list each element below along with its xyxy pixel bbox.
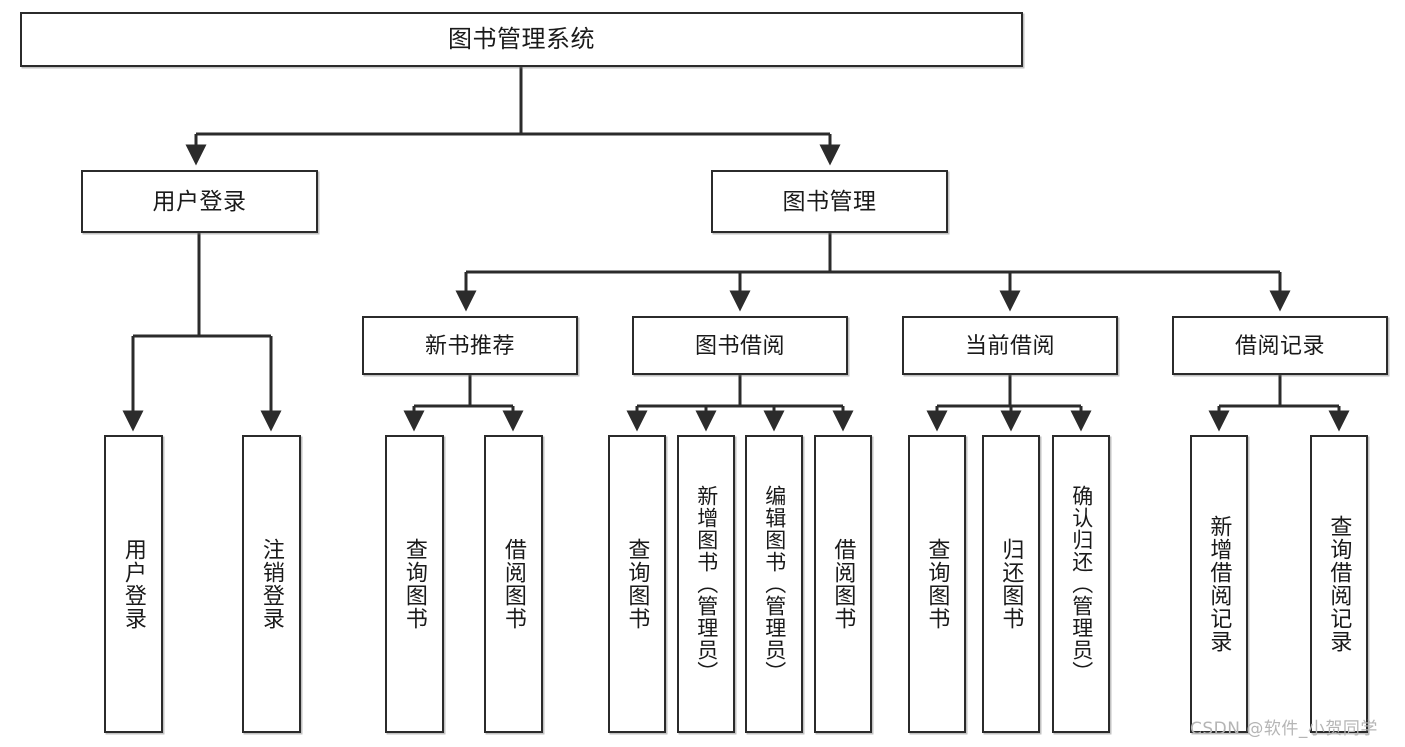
node-label: 查询图书	[925, 538, 951, 630]
leaf-new-book-query[interactable]: 查询图书	[385, 435, 444, 733]
leaf-current-borrow-confirm-return[interactable]: 确认归还（管理员）	[1052, 435, 1110, 733]
leaf-book-borrow-query[interactable]: 查询图书	[608, 435, 666, 733]
node-label: 归还图书	[999, 538, 1025, 630]
watermark-text: CSDN @软件_小贺同学	[1190, 719, 1378, 739]
node-label: 当前借阅	[964, 332, 1055, 358]
node-label: 借阅图书	[501, 538, 527, 630]
leaf-borrow-record-add[interactable]: 新增借阅记录	[1190, 435, 1248, 733]
node-label: 新增图书（管理员）	[694, 485, 718, 683]
leaf-book-borrow-borrow[interactable]: 借阅图书	[814, 435, 872, 733]
leaf-new-book-borrow[interactable]: 借阅图书	[484, 435, 543, 733]
node-label: 注销登录	[259, 538, 285, 630]
node-label: 图书管理	[782, 188, 877, 215]
node-label: 用户登录	[121, 538, 147, 630]
node-new-book-recommend[interactable]: 新书推荐	[362, 316, 578, 375]
leaf-user-login-login[interactable]: 用户登录	[104, 435, 163, 733]
node-label: 新增借阅记录	[1207, 515, 1233, 653]
leaf-current-borrow-return[interactable]: 归还图书	[982, 435, 1040, 733]
leaf-user-login-logout[interactable]: 注销登录	[242, 435, 301, 733]
node-label: 借阅图书	[831, 538, 857, 630]
node-label: 查询图书	[402, 538, 428, 630]
leaf-book-borrow-add[interactable]: 新增图书（管理员）	[677, 435, 735, 733]
node-book-borrow[interactable]: 图书借阅	[632, 316, 848, 375]
leaf-current-borrow-query[interactable]: 查询图书	[908, 435, 966, 733]
node-label: 确认归还（管理员）	[1069, 485, 1093, 683]
node-label: 查询图书	[625, 538, 651, 630]
node-label: 新书推荐	[424, 332, 515, 358]
node-user-login[interactable]: 用户登录	[81, 170, 318, 233]
node-borrow-record[interactable]: 借阅记录	[1172, 316, 1388, 375]
node-current-borrow[interactable]: 当前借阅	[902, 316, 1118, 375]
node-root-system[interactable]: 图书管理系统	[20, 12, 1023, 67]
leaf-book-borrow-edit[interactable]: 编辑图书（管理员）	[745, 435, 803, 733]
node-label: 图书管理系统	[448, 25, 595, 53]
node-label: 图书借阅	[694, 332, 785, 358]
node-label: 查询借阅记录	[1327, 515, 1353, 653]
leaf-borrow-record-query[interactable]: 查询借阅记录	[1310, 435, 1368, 733]
node-label: 借阅记录	[1234, 332, 1325, 358]
node-book-management[interactable]: 图书管理	[711, 170, 948, 233]
node-label: 编辑图书（管理员）	[762, 485, 786, 683]
node-label: 用户登录	[152, 188, 247, 215]
